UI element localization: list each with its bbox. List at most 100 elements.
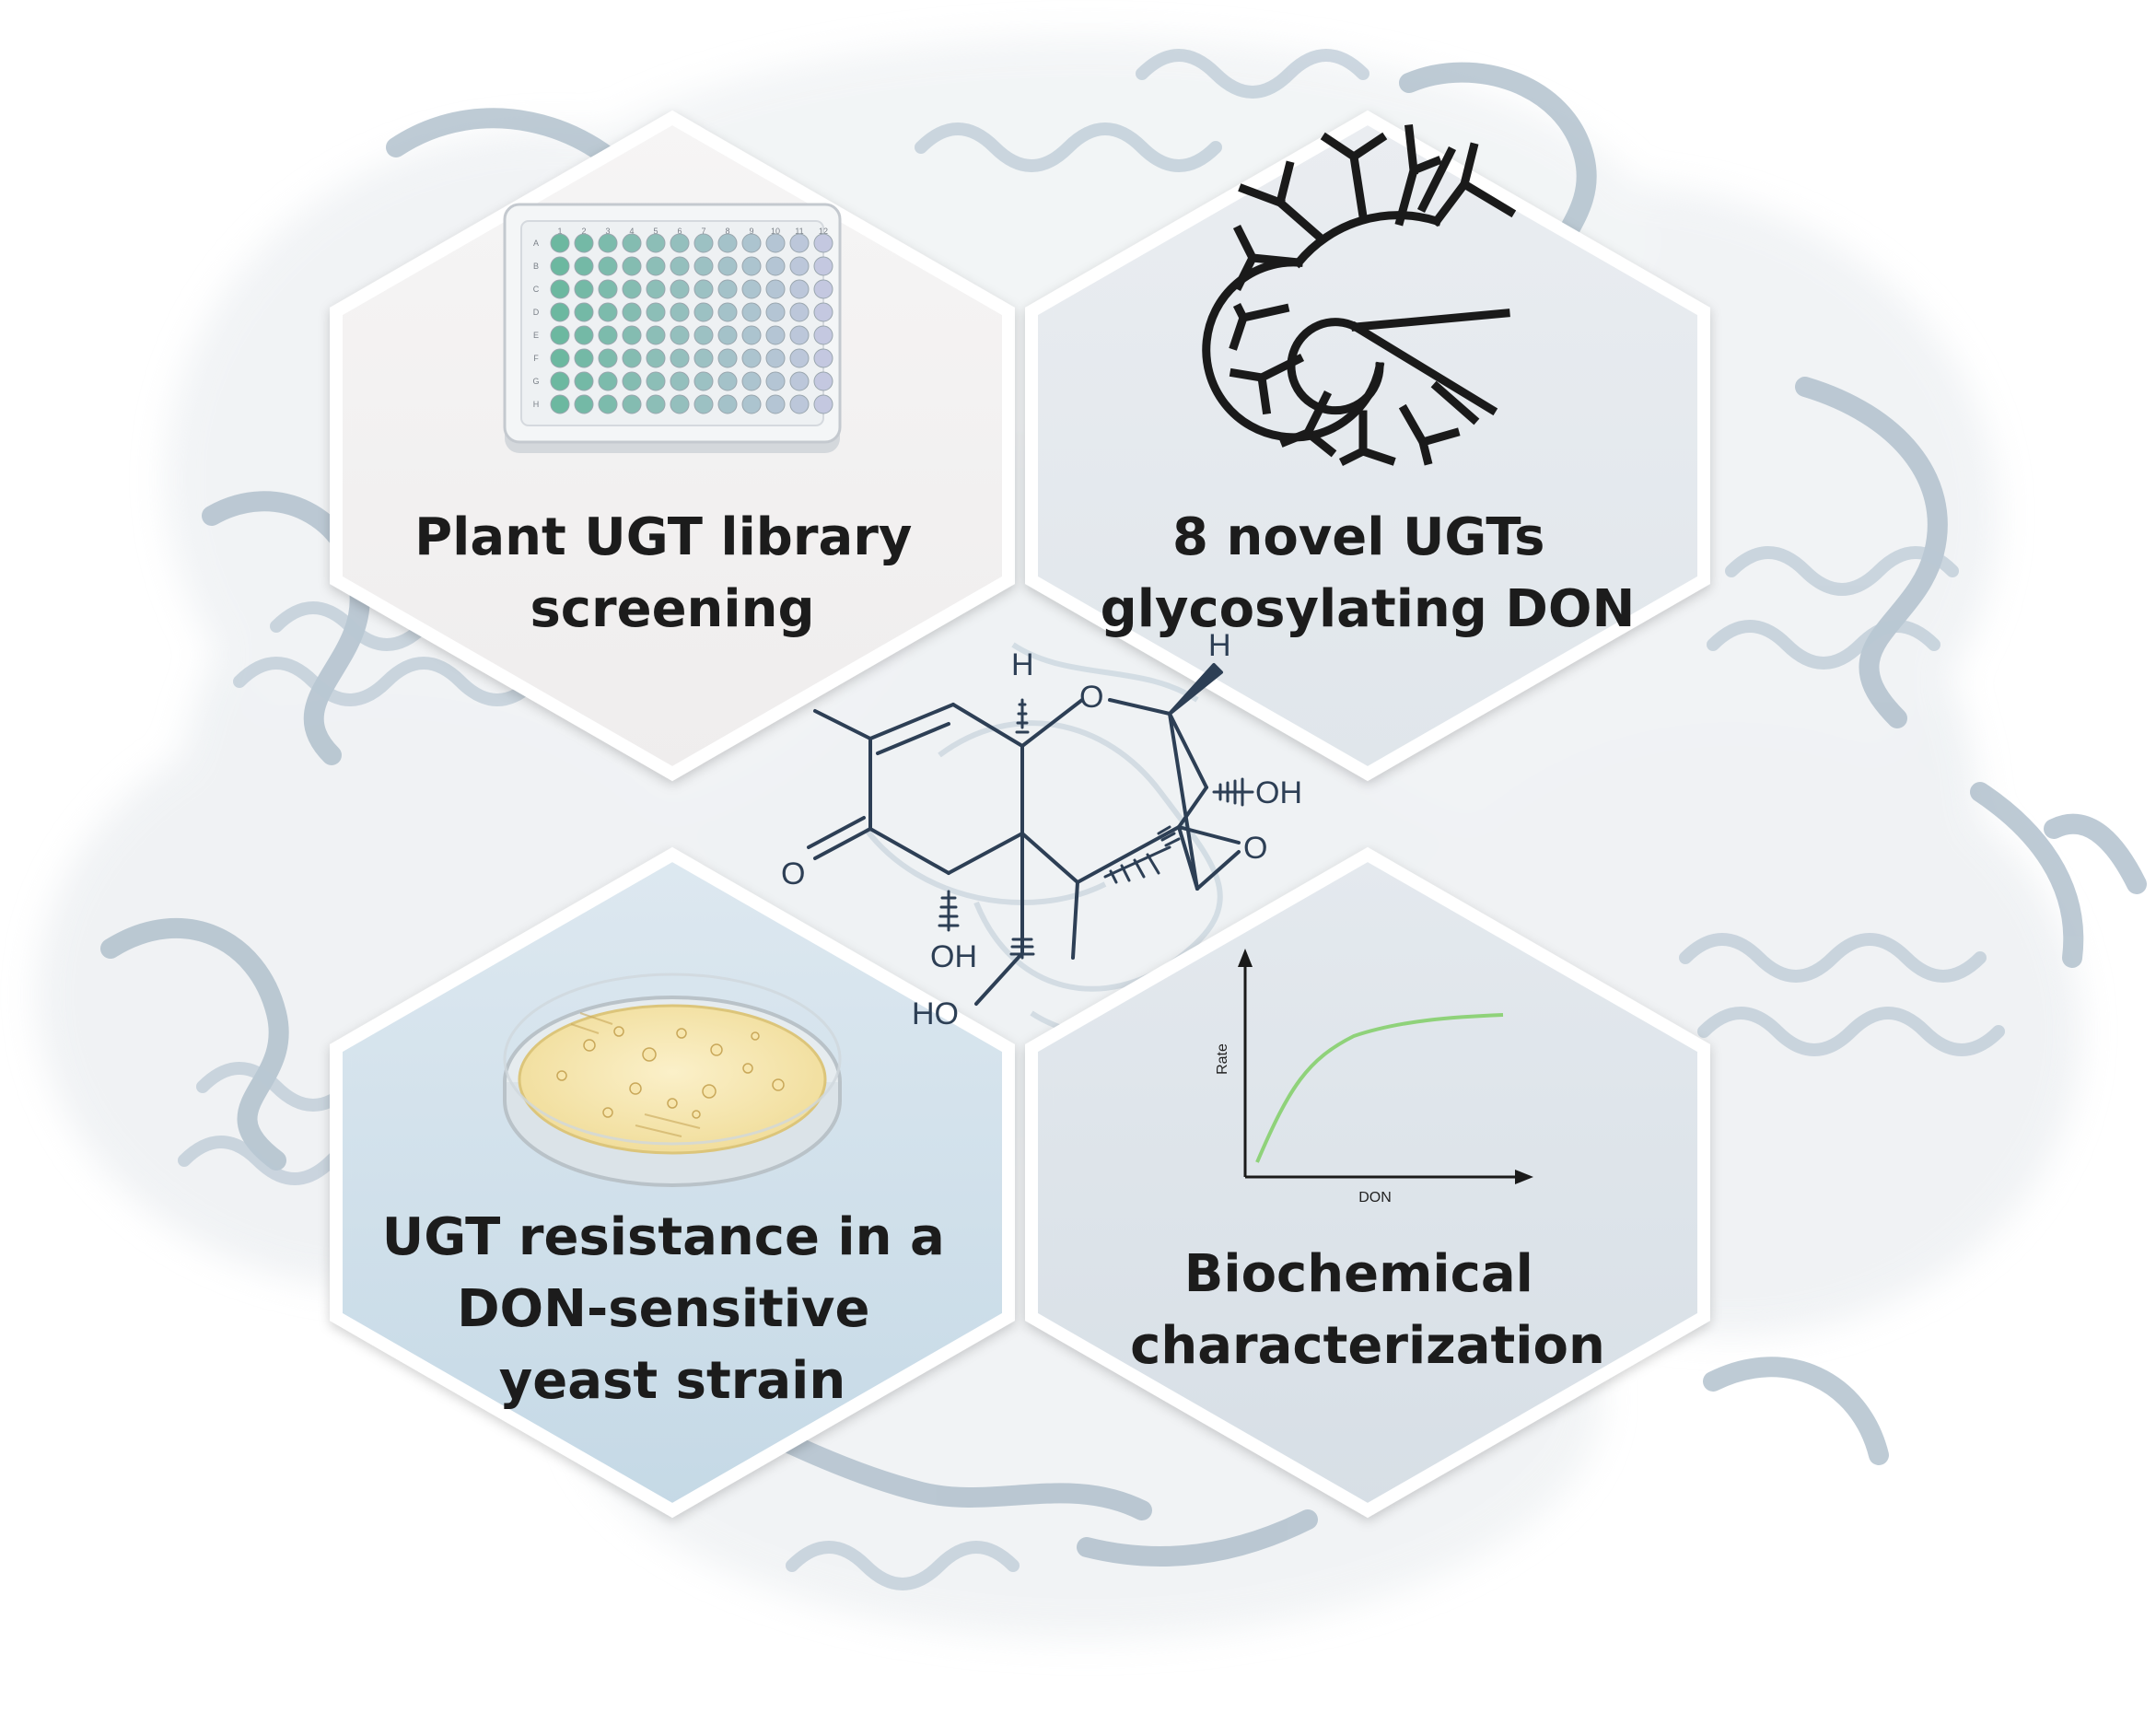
plate-well bbox=[574, 348, 594, 368]
plate-well bbox=[670, 371, 690, 391]
plate-well bbox=[693, 302, 714, 322]
plate-well bbox=[813, 371, 833, 391]
y-axis-label: Rate bbox=[1215, 1043, 1230, 1075]
petri-dish-icon bbox=[503, 973, 842, 1187]
plate-well bbox=[598, 279, 618, 299]
plate-well bbox=[789, 302, 810, 322]
plate-well bbox=[789, 325, 810, 345]
plate-well bbox=[550, 348, 570, 368]
plate-well bbox=[693, 394, 714, 414]
plate-well bbox=[693, 348, 714, 368]
plate-well bbox=[598, 233, 618, 253]
plate-well bbox=[717, 302, 738, 322]
plate-well bbox=[789, 394, 810, 414]
plate-column-label: 8 bbox=[725, 227, 729, 236]
plate-row-label: C bbox=[533, 285, 540, 294]
plate-column-label: 5 bbox=[653, 227, 658, 236]
phylogenetic-tree-icon bbox=[1202, 124, 1517, 467]
label-line: Plant UGT library bbox=[414, 507, 912, 567]
label-line: 8 novel UGTs bbox=[1172, 507, 1545, 567]
plate-wells bbox=[550, 233, 833, 414]
plate-column-label: 9 bbox=[749, 227, 753, 236]
plate-well bbox=[574, 371, 594, 391]
plate-well bbox=[550, 394, 570, 414]
plate-row-label: G bbox=[532, 377, 539, 386]
don-molecule-structure: H H O OH O O OH HO bbox=[781, 628, 1302, 1031]
plate-column-label: 6 bbox=[677, 227, 682, 236]
plate-well bbox=[717, 256, 738, 276]
plate-well bbox=[693, 233, 714, 253]
plate-well bbox=[598, 302, 618, 322]
plate-well bbox=[741, 394, 762, 414]
label-line: glycosylating DON bbox=[1101, 579, 1636, 639]
plate-well bbox=[574, 394, 594, 414]
plate-well bbox=[765, 256, 786, 276]
plate-column-label: 7 bbox=[701, 227, 705, 236]
plate-well bbox=[741, 256, 762, 276]
mol-label-o-ketone: O bbox=[781, 856, 805, 891]
plate-well bbox=[717, 348, 738, 368]
plate-column-label: 3 bbox=[605, 227, 610, 236]
plate-well bbox=[622, 256, 642, 276]
plate-well bbox=[670, 233, 690, 253]
plate-well bbox=[622, 325, 642, 345]
plate-well bbox=[741, 302, 762, 322]
plate-well bbox=[622, 371, 642, 391]
plate-well bbox=[765, 371, 786, 391]
plate-well bbox=[717, 325, 738, 345]
mol-label-h-right: H bbox=[1208, 628, 1231, 663]
plate-well bbox=[646, 233, 666, 253]
plate-well bbox=[598, 371, 618, 391]
label-line: yeast strain bbox=[499, 1351, 845, 1411]
plate-well bbox=[717, 233, 738, 253]
plate-well bbox=[598, 256, 618, 276]
plate-well bbox=[789, 233, 810, 253]
plate-well bbox=[670, 325, 690, 345]
mol-label-o-epoxide: O bbox=[1243, 831, 1267, 866]
x-axis-label: DON bbox=[1358, 1190, 1392, 1206]
plate-well bbox=[598, 348, 618, 368]
plate-well bbox=[550, 371, 570, 391]
mol-label-h-top: H bbox=[1011, 647, 1034, 682]
plate-row-label: B bbox=[533, 262, 539, 271]
plate-well bbox=[550, 302, 570, 322]
plate-well bbox=[670, 279, 690, 299]
plate-well bbox=[717, 279, 738, 299]
plate-well bbox=[813, 325, 833, 345]
kinetics-plot-icon: Rate DON bbox=[1215, 949, 1533, 1206]
plate-well bbox=[670, 256, 690, 276]
plate-well bbox=[622, 348, 642, 368]
plate-well bbox=[598, 394, 618, 414]
y-axis-arrow bbox=[1238, 949, 1253, 967]
label-line: UGT resistance in a bbox=[382, 1207, 945, 1267]
plate-well bbox=[622, 394, 642, 414]
label-line: characterization bbox=[1130, 1316, 1605, 1376]
plate-well bbox=[670, 348, 690, 368]
plate-well bbox=[574, 325, 594, 345]
plate-well bbox=[646, 302, 666, 322]
saturation-curve bbox=[1255, 1013, 1504, 1163]
plate-well bbox=[550, 325, 570, 345]
plate-well bbox=[789, 371, 810, 391]
plate-well bbox=[693, 256, 714, 276]
plate-well bbox=[765, 325, 786, 345]
plate-row-label: D bbox=[533, 308, 540, 317]
plate-column-label: 10 bbox=[771, 227, 780, 236]
plate-well bbox=[813, 256, 833, 276]
plate-well bbox=[670, 302, 690, 322]
mol-label-ho: HO bbox=[912, 996, 959, 1031]
plate-well bbox=[693, 279, 714, 299]
plate-well bbox=[789, 348, 810, 368]
plate-well bbox=[741, 371, 762, 391]
plate-well bbox=[646, 325, 666, 345]
label-biochemical-characterization: Biochemical characterization bbox=[1130, 1244, 1605, 1376]
plate-column-label: 2 bbox=[581, 227, 586, 236]
plate-well bbox=[550, 256, 570, 276]
plate-column-label: 1 bbox=[557, 227, 562, 236]
plate-well bbox=[741, 348, 762, 368]
plate-well bbox=[646, 371, 666, 391]
plate-row-label: E bbox=[533, 331, 539, 340]
label-line: DON-sensitive bbox=[457, 1279, 869, 1339]
